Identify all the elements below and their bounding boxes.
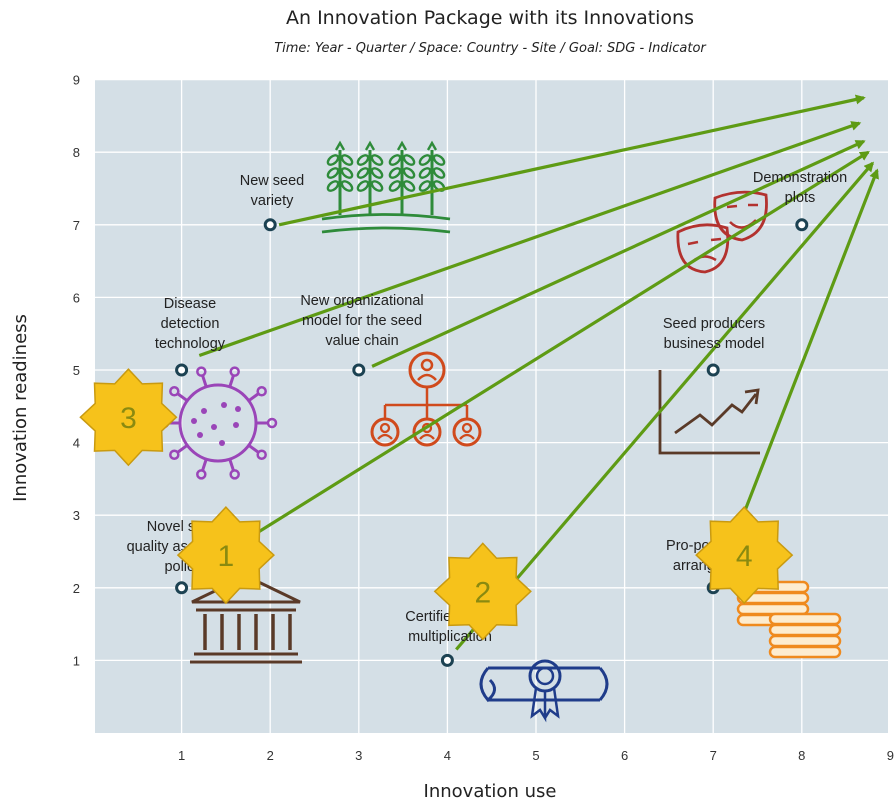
y-axis-label: Innovation readiness	[10, 314, 31, 502]
y-tick-label: 2	[73, 581, 80, 596]
progress-arrow	[455, 161, 874, 651]
x-tick-label: 9	[887, 748, 894, 763]
progress-arrow	[198, 121, 862, 357]
innovation-marker	[175, 363, 189, 377]
x-tick-label: 5	[532, 748, 539, 763]
innovation-label: Disease detection technology	[155, 296, 226, 352]
x-tick-label: 4	[444, 748, 451, 763]
innovation-marker	[795, 218, 809, 232]
innovation-label-line: detection	[161, 316, 220, 332]
y-tick-label: 8	[73, 145, 80, 160]
y-tick-label: 1	[73, 653, 80, 668]
innovation-label: New seed variety	[240, 173, 304, 209]
chart-subtitle: Time: Year - Quarter / Space: Country - …	[274, 41, 707, 56]
innovation-label: Demonstration plots	[753, 170, 847, 206]
innovation-label-line: variety	[251, 193, 294, 209]
innovation-marker	[175, 581, 189, 595]
y-tick-label: 4	[73, 436, 80, 451]
x-tick-label: 8	[798, 748, 805, 763]
x-tick-label: 3	[355, 748, 362, 763]
progress-arrow	[371, 139, 866, 368]
innovation-label-line: Disease	[164, 296, 216, 312]
innovation-label-line: Seed producers	[663, 316, 765, 332]
innovation-label-line: New organizational	[300, 293, 423, 309]
innovation-label-line: model for the seed	[302, 313, 422, 329]
progress-arrow	[202, 150, 870, 568]
number-badge	[176, 506, 275, 605]
innovation-label-line: technology	[155, 336, 226, 352]
y-tick-label: 7	[73, 218, 80, 233]
progress-arrow	[278, 94, 866, 227]
innovation-label-line: business model	[664, 336, 765, 352]
innovation-marker	[706, 363, 720, 377]
progress-arrow	[720, 168, 879, 571]
number-badge	[695, 506, 794, 605]
number-badge	[433, 542, 532, 641]
innovation-label: Seed producers business model	[663, 316, 765, 352]
x-tick-label: 6	[621, 748, 628, 763]
x-tick-label: 2	[267, 748, 274, 763]
innovation-label-line: multiplication	[408, 629, 492, 645]
innovation-marker	[263, 218, 277, 232]
trend-chart-icon	[658, 370, 760, 455]
innovation-label-line: value chain	[325, 333, 398, 349]
innovation-label-line: New seed	[240, 173, 304, 189]
badge-number: 2	[474, 576, 491, 609]
wheat-icon	[321, 140, 451, 234]
x-tick-label: 7	[710, 748, 717, 763]
innovation-marker	[440, 653, 454, 667]
y-tick-label: 9	[73, 73, 80, 88]
badge-number: 1	[218, 540, 235, 573]
y-tick-label: 3	[73, 508, 80, 523]
innovation-marker	[352, 363, 366, 377]
x-axis-label: Innovation use	[424, 781, 557, 802]
y-tick-label: 5	[73, 363, 80, 378]
badge-number: 3	[120, 402, 137, 435]
certificate-icon	[479, 659, 609, 723]
innovation-label-line: Demonstration	[753, 170, 847, 186]
y-tick-label: 6	[73, 290, 80, 305]
x-tick-label: 1	[178, 748, 185, 763]
chart-title: An Innovation Package with its Innovatio…	[286, 7, 694, 29]
badge-number: 4	[736, 540, 753, 573]
innovation-label: New organizational model for the seed valu…	[300, 293, 423, 349]
number-badge	[79, 368, 178, 467]
innovation-label-line: plots	[785, 190, 816, 206]
org-chart-icon	[370, 351, 482, 447]
